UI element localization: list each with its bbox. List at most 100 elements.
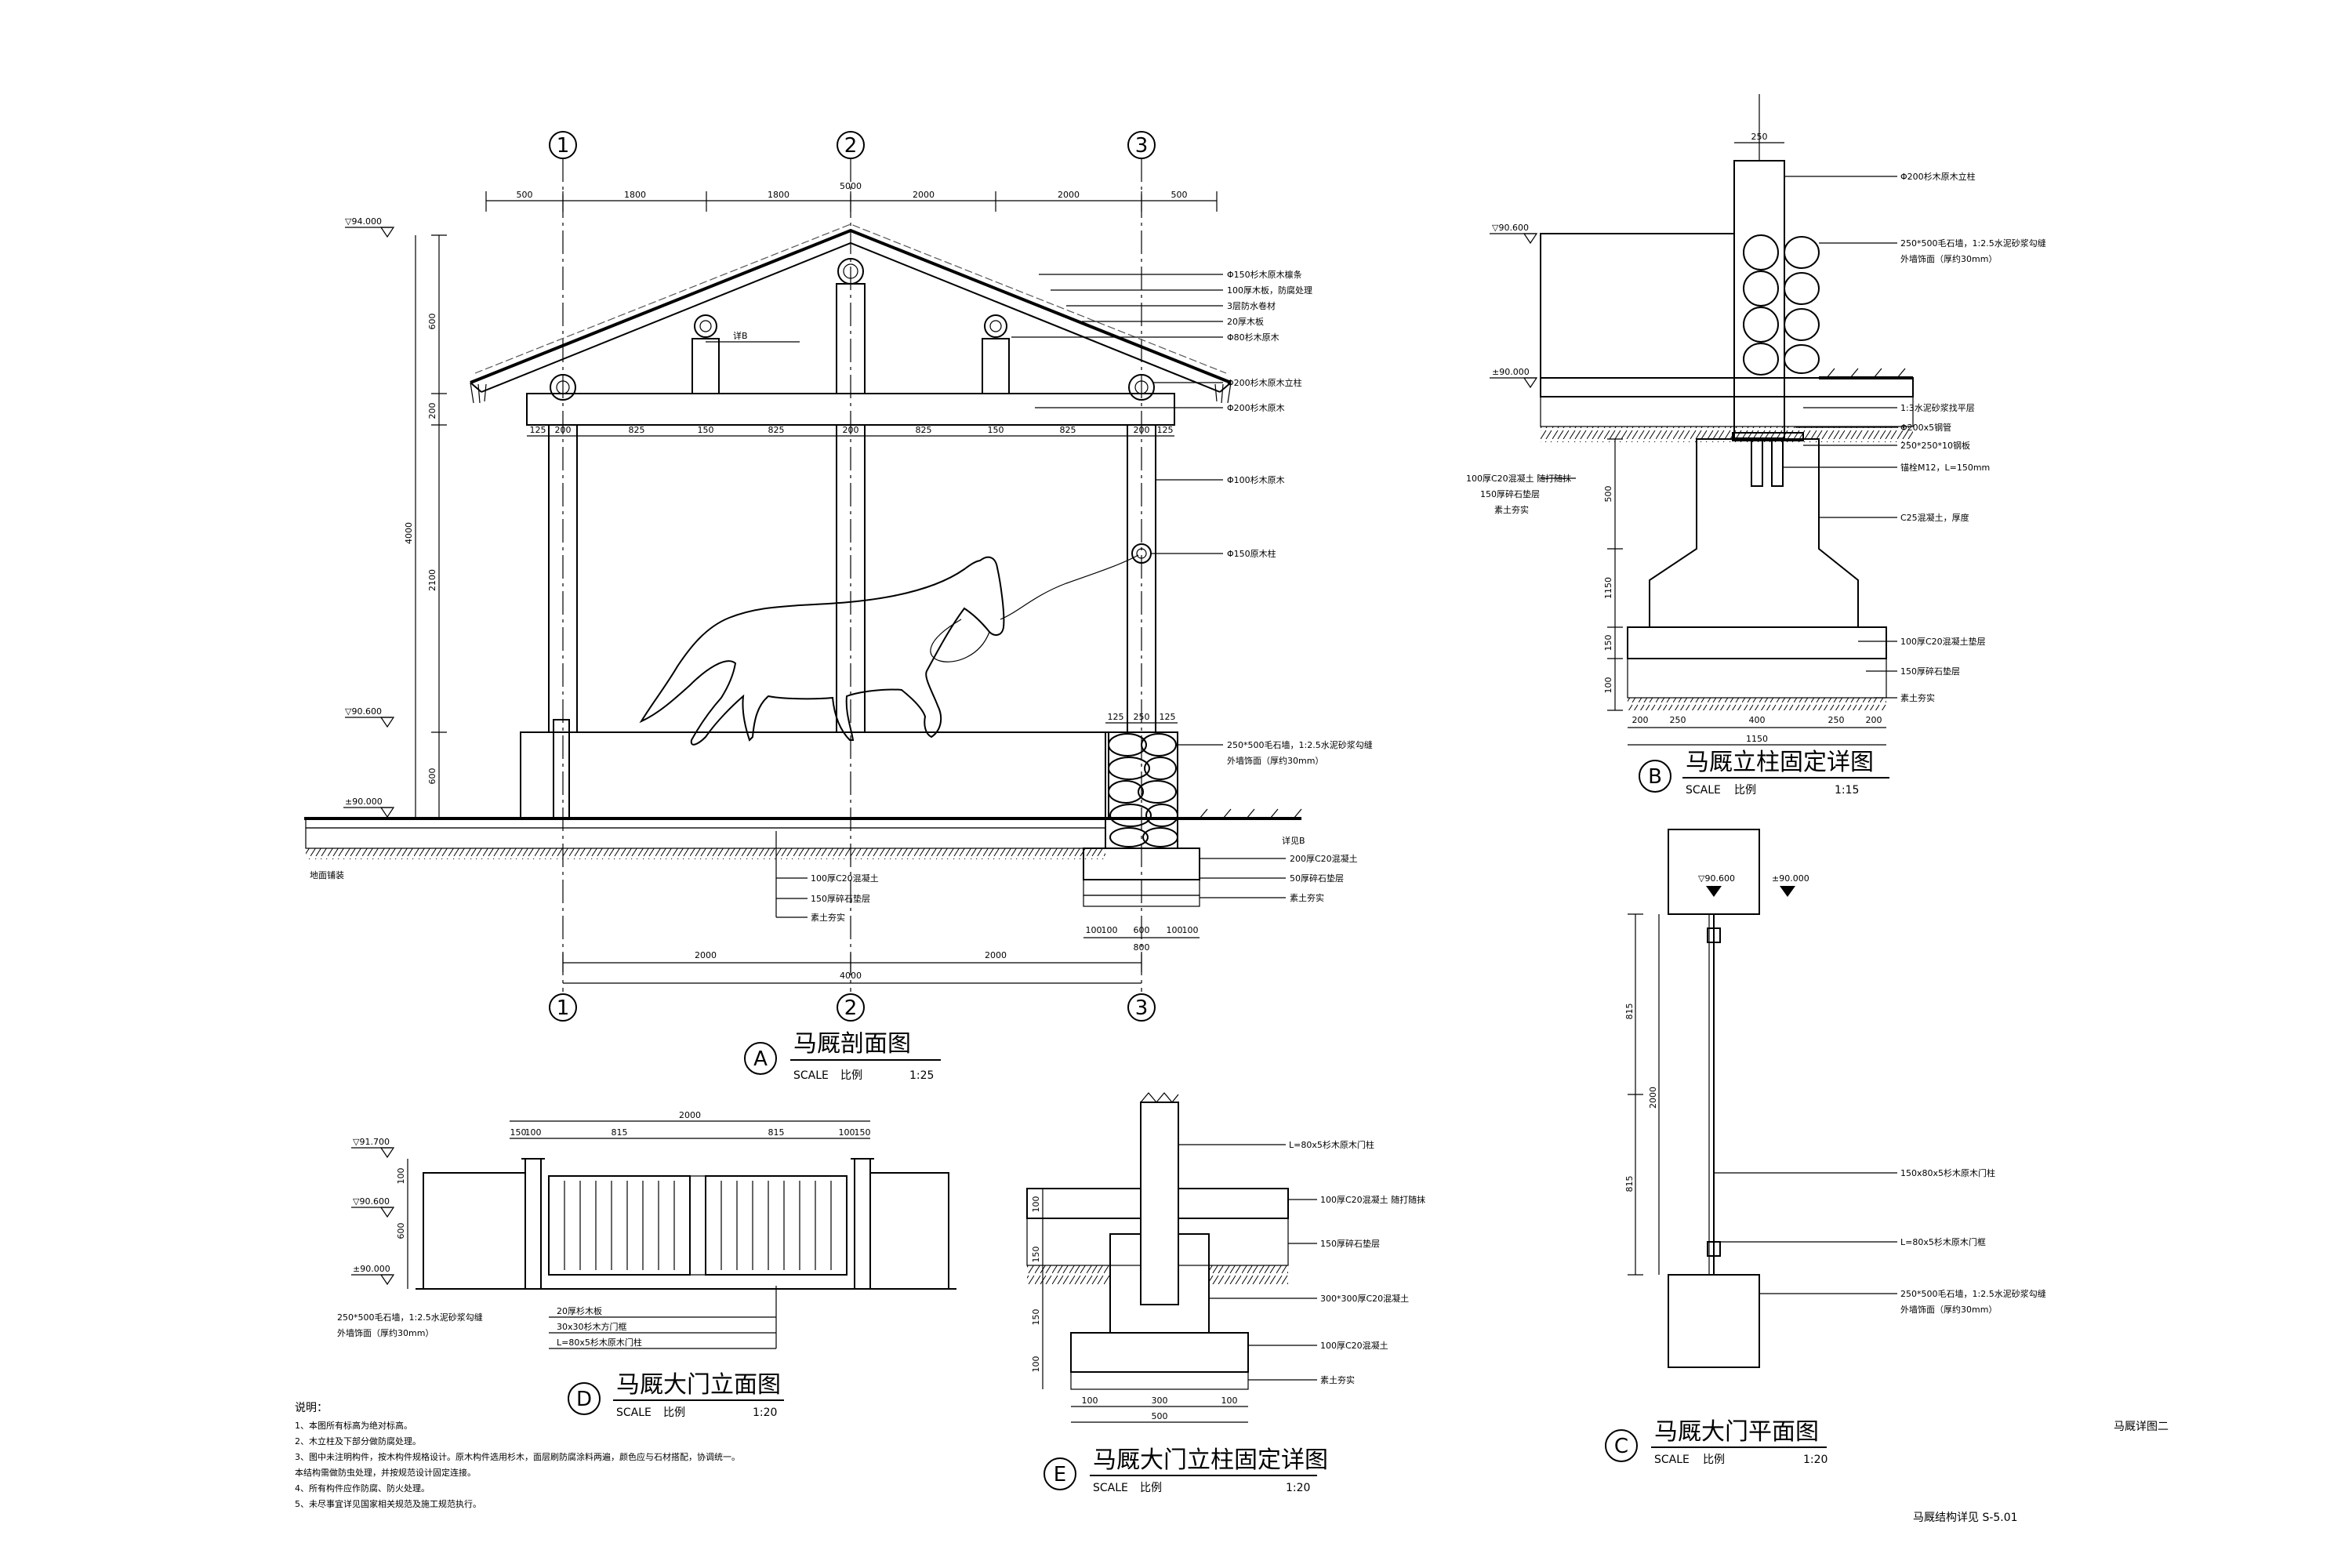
note-a-9: 外墙饰面（厚约30mm） bbox=[1227, 755, 1323, 766]
note-b-left-0: 100厚C20混凝土 随打随抹 bbox=[1466, 473, 1571, 484]
note-item-1: 2、木立柱及下部分做防腐处理。 bbox=[295, 1436, 421, 1446]
note-a-3: 20厚木板 bbox=[1227, 316, 1264, 327]
note-e-4: 100厚C20混凝土 bbox=[1320, 1340, 1388, 1351]
axis-2-label-bottom: 2 bbox=[844, 996, 858, 1020]
c-dim-1: 815 bbox=[1624, 1176, 1635, 1192]
b-dim-3: 250 bbox=[1828, 715, 1845, 725]
note-e-3: 300*300厚C20混凝土 bbox=[1320, 1293, 1409, 1304]
note-b-4: Φ200x5钢管 bbox=[1900, 422, 1951, 433]
level-b-1: ±90.000 bbox=[1492, 367, 1530, 377]
b-dim-1: 250 bbox=[1670, 715, 1686, 725]
general-notes: 说明： 1、本图所有标高为绝对标高。 2、木立柱及下部分做防腐处理。 3、图中未… bbox=[295, 1402, 740, 1509]
d-vdim-1: 100 bbox=[396, 1168, 406, 1185]
title-a: A 马厩剖面图 SCALE 比例 1:25 bbox=[744, 1030, 941, 1082]
title-b-text: 马厩立柱固定详图 bbox=[1686, 749, 1874, 776]
note-b-8: 100厚C20混凝土垫层 bbox=[1900, 636, 1986, 647]
vdim-b-3: 100 bbox=[1603, 677, 1613, 694]
dim-mid-1: 200 bbox=[555, 425, 572, 435]
dim-mid-2: 825 bbox=[629, 425, 645, 435]
note-a-inner: 详B bbox=[733, 330, 748, 341]
e-dim-1: 300 bbox=[1152, 1396, 1168, 1406]
b-log-stack bbox=[1743, 234, 1820, 376]
level-d-0: ▽91.700 bbox=[353, 1137, 390, 1147]
d-dim-0: 150 bbox=[510, 1127, 527, 1138]
title-d-text: 马厩大门立面图 bbox=[616, 1371, 781, 1399]
note-a-7: Φ100杉木原木 bbox=[1227, 474, 1285, 485]
note-c-3: 外墙饰面（厚约30mm） bbox=[1900, 1304, 1997, 1315]
found-dim-2: 600 bbox=[1134, 925, 1150, 935]
note-a-side: Φ150原木柱 bbox=[1227, 548, 1276, 559]
found-total: 800 bbox=[1134, 942, 1150, 953]
note-c-0: 150x80x5杉木原木门柱 bbox=[1900, 1167, 1995, 1178]
d-dim-4: 100 bbox=[839, 1127, 855, 1138]
dim-bot-1: 2000 bbox=[985, 950, 1007, 960]
marker-b: B bbox=[1648, 765, 1662, 789]
title-c: C 马厩大门平面图 SCALE 比例 1:20 bbox=[1605, 1418, 1828, 1466]
note-a-2: 3层防水卷材 bbox=[1227, 300, 1276, 311]
scale-b-cn: 比例 bbox=[1734, 784, 1756, 797]
e-vdim-1: 150 bbox=[1031, 1247, 1041, 1263]
scale-a-label: SCALE bbox=[793, 1069, 829, 1082]
level-a-1: ▽90.600 bbox=[345, 706, 382, 717]
title-d: D 马厩大门立面图 SCALE 比例 1:20 bbox=[568, 1371, 784, 1419]
d-dim-3: 815 bbox=[768, 1127, 785, 1138]
d-dim-5: 150 bbox=[855, 1127, 871, 1138]
note-c-1: L=80x5杉木原木门框 bbox=[1900, 1236, 1986, 1247]
note-d-1: 30x30杉木方门框 bbox=[557, 1321, 627, 1332]
level-b-0: ▽90.600 bbox=[1492, 223, 1529, 233]
note-c-2: 250*500毛石墙，1:2.5水泥砂浆勾缝 bbox=[1900, 1288, 2046, 1299]
wall-dim-2: 125 bbox=[1160, 712, 1176, 722]
e-vdim-2: 150 bbox=[1031, 1309, 1041, 1326]
level-d-2: ±90.000 bbox=[353, 1264, 390, 1274]
note-item-2: 3、图中未注明构件，按木构件规格设计。原木构件选用杉木，面层刷防腐涂料两遍，颜色… bbox=[295, 1451, 740, 1462]
view-b-detail: 250 ▽90.600 ±90 bbox=[1466, 94, 2046, 797]
title-c-text: 马厩大门平面图 bbox=[1654, 1418, 1819, 1446]
sheet-title: 马厩结构详见 S-5.01 bbox=[1913, 1512, 2018, 1524]
scale-b-value: 1:15 bbox=[1835, 784, 1859, 797]
levels-a: ▽94.000 ▽90.600 ±90.000 bbox=[343, 216, 395, 818]
dim-mid-10: 125 bbox=[1157, 425, 1174, 435]
vdim-a-3: 2100 bbox=[427, 569, 437, 591]
note-a-8: 250*500毛石墙，1:2.5水泥砂浆勾缝 bbox=[1227, 739, 1373, 750]
scale-e-cn: 比例 bbox=[1140, 1482, 1162, 1494]
dim-top-2: 1800 bbox=[768, 190, 789, 200]
view-e-detail: 100 300 100 500 100 150 150 100 L=80x5杉木… bbox=[1026, 1092, 1425, 1494]
wall-dim-1: 250 bbox=[1134, 712, 1150, 722]
e-dim-2: 100 bbox=[1221, 1396, 1238, 1406]
marker-e: E bbox=[1054, 1463, 1066, 1486]
title-e: E 马厩大门立柱固定详图 SCALE 比例 1:20 bbox=[1044, 1446, 1328, 1494]
note-a-14: 200厚C20混凝土 bbox=[1290, 853, 1358, 864]
dim-mid-7: 150 bbox=[988, 425, 1004, 435]
note-a-10: 100厚C20混凝土 bbox=[811, 873, 879, 884]
note-b-10: 素土夯实 bbox=[1900, 692, 1935, 703]
scale-d-label: SCALE bbox=[616, 1406, 652, 1419]
note-a-17: 地面铺装 bbox=[310, 870, 344, 880]
vdim-a-4: 600 bbox=[427, 768, 437, 785]
dim-bot-0: 2000 bbox=[695, 950, 717, 960]
wall-dim-0: 125 bbox=[1108, 712, 1124, 722]
vdim-b-2: 150 bbox=[1603, 635, 1613, 652]
note-b-left-1: 150厚碎石垫层 bbox=[1480, 488, 1540, 499]
title-b: B 马厩立柱固定详图 SCALE 比例 1:15 bbox=[1639, 749, 1889, 797]
level-a-0: ▽94.000 bbox=[345, 216, 382, 227]
dim-mid-8: 825 bbox=[1060, 425, 1076, 435]
scale-c-value: 1:20 bbox=[1803, 1454, 1828, 1466]
note-a-6: Φ200杉木原木 bbox=[1227, 402, 1285, 413]
note-b-3: 1:3水泥砂浆找平层 bbox=[1900, 402, 1975, 413]
vdim-a-1: 600 bbox=[427, 314, 437, 330]
dim-mid-5: 200 bbox=[843, 425, 859, 435]
level-d-1: ▽90.600 bbox=[353, 1196, 390, 1207]
level-c-1: ±90.000 bbox=[1772, 873, 1809, 884]
note-b-2: 外墙饰面（厚约30mm） bbox=[1900, 253, 1997, 264]
level-c-0: ▽90.600 bbox=[1698, 873, 1735, 884]
dim-mid-6: 825 bbox=[916, 425, 932, 435]
notes-a-ground: 100厚C20混凝土 150厚碎石垫层 素土夯实 地面铺装 bbox=[310, 831, 879, 923]
dim-top-total: 5000 bbox=[840, 181, 862, 191]
e-vdim-3: 100 bbox=[1031, 1356, 1041, 1373]
note-e-1: 100厚C20混凝土 随打随抹 bbox=[1320, 1194, 1425, 1205]
b-dim-0: 200 bbox=[1632, 715, 1649, 725]
dim-mid-4: 825 bbox=[768, 425, 785, 435]
axis-2-label: 2 bbox=[844, 134, 858, 158]
note-a-4: Φ80杉木原木 bbox=[1227, 332, 1279, 343]
